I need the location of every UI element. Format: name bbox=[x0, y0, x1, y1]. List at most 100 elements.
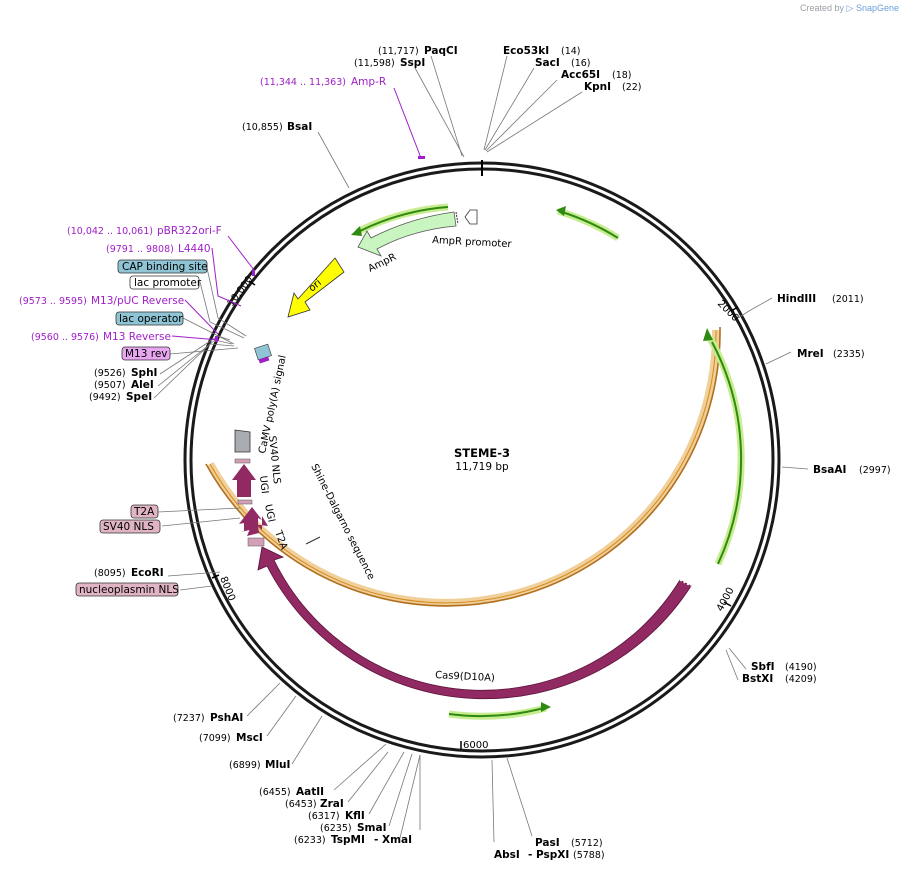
tick-label-6000: 6000 bbox=[463, 740, 488, 751]
tick-2000 bbox=[730, 306, 739, 312]
ugi-separator bbox=[237, 499, 253, 505]
ampr-promoter-label: AmpR promoter bbox=[432, 235, 513, 250]
enzyme-name-kpni: KpnI bbox=[584, 81, 611, 93]
orange-band-line-a bbox=[209, 329, 717, 604]
box-lac-operator bbox=[115, 311, 184, 326]
primer-pos-m13puc: (9573 .. 9595) bbox=[19, 296, 87, 307]
leader-l4440 bbox=[211, 247, 242, 307]
tick-label-10000: 10,000 bbox=[226, 274, 256, 309]
enzyme-pos-sbfi: (4190) bbox=[785, 662, 817, 673]
green-arrowhead-bottom bbox=[541, 702, 551, 712]
enzyme-name-bsai: BsaI bbox=[287, 121, 312, 133]
box-m13-rev bbox=[121, 346, 171, 361]
snapgene-logo: ▷ SnapGene bbox=[846, 3, 899, 13]
enzyme-name-pasi: PasI bbox=[535, 837, 560, 849]
ori-arrow bbox=[287, 257, 345, 318]
ugi-label-2: UGI bbox=[262, 503, 277, 523]
enzyme-name-smai: SmaI bbox=[357, 822, 387, 834]
enzyme-pos-hindiii: (2011) bbox=[832, 294, 864, 305]
enzyme-pos-mrei: (2335) bbox=[833, 349, 865, 360]
leader-msci bbox=[266, 695, 297, 737]
leader-t2a bbox=[157, 507, 241, 513]
enzyme-pos-pasi: (5712) bbox=[571, 838, 603, 849]
cas9-arrow bbox=[257, 546, 692, 700]
enzyme-name-mlui: MluI bbox=[265, 759, 290, 771]
leader-ampr-primer bbox=[393, 87, 422, 159]
ugi-arrow-upper bbox=[232, 464, 256, 497]
green-arrowhead-right bbox=[703, 328, 713, 341]
enzyme-pos-ecori: (8095) bbox=[94, 568, 126, 579]
leader-pbr322 bbox=[227, 235, 255, 271]
leader-bsaai bbox=[781, 466, 809, 470]
primer-pos-ampr: (11,344 .. 11,363) bbox=[260, 77, 346, 88]
enzyme-name-zrai: ZraI bbox=[320, 798, 344, 810]
leader-pshai bbox=[246, 682, 281, 717]
enzyme-name-sspi: SspI bbox=[400, 57, 425, 69]
leader-hindiii bbox=[737, 297, 773, 319]
enzyme-pos-kpni: (22) bbox=[622, 82, 642, 93]
box-t2a-label: T2A bbox=[133, 506, 155, 518]
leader-cap bbox=[206, 267, 247, 337]
box-lac-promoter-label: lac promoter bbox=[134, 277, 202, 289]
enzyme-name-ecori: EcoRI bbox=[131, 567, 164, 579]
leader-absi bbox=[491, 759, 495, 843]
leader-spei bbox=[153, 343, 235, 399]
credit-brand: SnapGene bbox=[855, 3, 899, 13]
leader-mlui bbox=[291, 715, 323, 765]
enzyme-pos-sphi: (9526) bbox=[94, 368, 126, 379]
leader-tspmi bbox=[399, 754, 421, 839]
enzyme-pos-bsai: (10,855) bbox=[242, 122, 283, 133]
sv40-nls-label: SV40 NLS bbox=[266, 435, 282, 484]
tick-8000 bbox=[211, 574, 220, 579]
sv40-nls-band bbox=[234, 458, 251, 464]
enzyme-pos-kfli: (6317) bbox=[308, 811, 340, 822]
enzyme-name-saci: SacI bbox=[535, 57, 560, 69]
camv-polya-block bbox=[234, 429, 251, 453]
enzyme-name-sbfi: SbfI bbox=[751, 661, 775, 673]
ugi-arrow-lower-body bbox=[239, 507, 262, 532]
credit-prefix: Created by bbox=[799, 3, 845, 13]
primer-name-l4440: L4440 bbox=[178, 243, 211, 255]
enzyme-name-mrei: MreI bbox=[797, 348, 824, 360]
ampr-promoter-dash bbox=[455, 211, 459, 225]
box-nucleoplasmin-nls-label: nucleoplasmin NLS bbox=[79, 584, 179, 596]
ampr-promoter-arrow bbox=[464, 209, 478, 225]
tick-10000 bbox=[248, 280, 256, 286]
enzyme-pos-bsaai: (2997) bbox=[859, 465, 891, 476]
enzyme-name-xmai: - XmaI bbox=[374, 834, 412, 846]
primer-name-ampr: Amp-R bbox=[351, 76, 386, 88]
enzyme-pos-zrai: (6453) bbox=[285, 799, 317, 810]
enzyme-pos-tspmi: (6233) bbox=[294, 835, 326, 846]
snapgene-credit: Created by ▷ SnapGene bbox=[800, 3, 899, 14]
enzyme-name-pspxi: - PspXI bbox=[528, 849, 569, 861]
enzyme-pos-pspxi: (5788) bbox=[573, 850, 605, 861]
enzyme-name-sphi: SphI bbox=[131, 367, 157, 379]
enzyme-pos-saci: (16) bbox=[571, 58, 591, 69]
enzyme-name-acc65i: Acc65I bbox=[561, 69, 600, 81]
box-cap-binding-site-label: CAP binding site bbox=[122, 261, 208, 273]
cas9-label: Cas9(D10A) bbox=[435, 670, 495, 684]
orange-band-line-b bbox=[205, 326, 721, 607]
leader-saci bbox=[484, 67, 535, 151]
green-arrowhead-ampr bbox=[351, 226, 362, 236]
enzyme-pos-eco53ki: (14) bbox=[561, 46, 581, 57]
leader-kpni bbox=[486, 91, 583, 153]
leader-lacop bbox=[182, 317, 235, 345]
primer-pos-pbr322: (10,042 .. 10,061) bbox=[67, 226, 153, 237]
m13-rev-feature bbox=[258, 356, 270, 364]
leader-sv40nls bbox=[161, 517, 241, 527]
leader-smai bbox=[388, 753, 413, 827]
leader-sspi bbox=[414, 67, 465, 158]
green-arc-ampr-line bbox=[359, 206, 449, 232]
leader-ecori bbox=[167, 571, 221, 577]
box-t2a bbox=[130, 504, 159, 519]
leader-m13puc bbox=[184, 299, 219, 335]
leader-pasi bbox=[506, 757, 533, 837]
leader-paqci bbox=[430, 55, 463, 157]
enzyme-pos-alei: (9507) bbox=[94, 380, 126, 391]
enzyme-pos-sspi: (11,598) bbox=[354, 58, 395, 69]
primer-name-m13rev: M13 Reverse bbox=[103, 331, 171, 343]
leader-kfli bbox=[368, 751, 405, 815]
green-arc-right-line bbox=[711, 341, 743, 565]
